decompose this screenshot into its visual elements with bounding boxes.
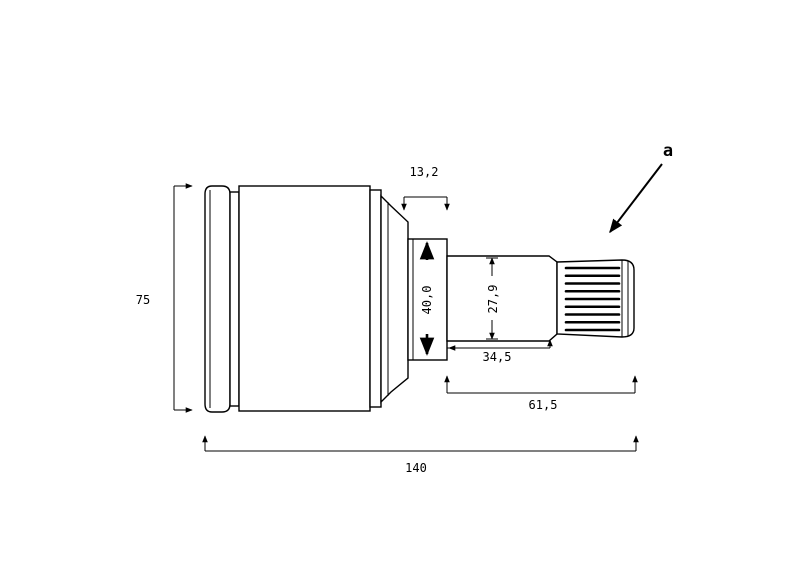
dim-outer-diameter: 75 (136, 183, 193, 413)
dim-collar-diameter: 40,0 (419, 241, 435, 356)
splined-end (556, 259, 635, 338)
dim-total-length: 140 (202, 435, 639, 475)
shaft-diameter-label: 27,9 (486, 285, 500, 314)
housing-rim (204, 185, 231, 413)
collar-diameter-label: 40,0 (420, 286, 434, 315)
dim-collar-width: 13,2 (401, 165, 450, 211)
dim-spline-length: 61,5 (444, 375, 638, 412)
housing-step (369, 189, 382, 408)
outer-diameter-label: 75 (136, 293, 150, 307)
total-length-label: 140 (405, 461, 427, 475)
collar-width-label: 13,2 (410, 165, 439, 179)
shaft (446, 255, 558, 342)
joint-housing (204, 185, 409, 413)
spline-length-label: 61,5 (529, 398, 558, 412)
dim-shaft-diameter: 27,9 (486, 257, 500, 340)
callout-a-label: a (663, 141, 673, 161)
housing-neck (229, 191, 240, 407)
housing-taper (380, 194, 409, 404)
callout-a: a (609, 141, 673, 234)
shaft-length-label: 34,5 (483, 350, 512, 364)
housing-body (238, 185, 371, 412)
dim-shaft-length: 34,5 (447, 339, 553, 364)
